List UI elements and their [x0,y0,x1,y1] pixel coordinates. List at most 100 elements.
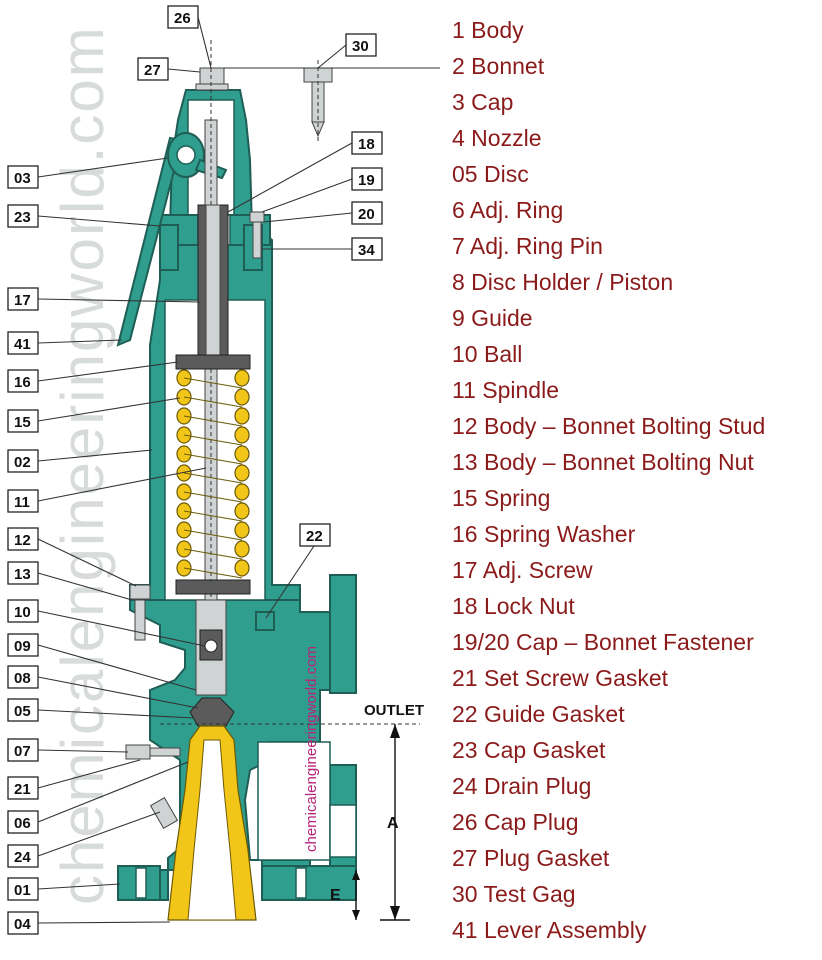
lower-spring-washer [175,579,251,595]
callout-07: 07 [7,738,129,762]
callout-05: 05 [7,698,195,722]
valve-body [117,574,357,901]
spring-coil [234,445,250,463]
spring-coil [234,521,250,539]
upper-spring-washer [175,354,251,370]
svg-text:E: E [330,887,341,904]
spring-coil [234,559,250,577]
dimension-e: E [330,870,360,920]
disc [189,697,235,727]
svg-text:24: 24 [14,849,31,866]
legend-item: 24 Drain Plug [452,773,592,799]
svg-text:02: 02 [14,454,31,471]
callout-13: 13 [7,561,133,601]
callout-15: 15 [7,397,181,433]
legend-item: 22 Guide Gasket [452,701,625,727]
callout-08: 08 [7,665,199,709]
svg-text:01: 01 [14,882,31,899]
callout-19: 19 [261,167,383,213]
spring-coil [234,426,250,444]
callout-11: 11 [7,467,207,513]
spring-wire [183,415,243,427]
callout-23: 23 [7,204,161,228]
svg-text:19: 19 [358,172,375,189]
legend-item: 19/20 Cap – Bonnet Fastener [452,629,754,655]
legend-item: 4 Nozzle [452,125,542,151]
spring-wire [183,396,243,408]
callout-18: 18 [227,131,383,213]
callout-01: 01 [7,877,121,901]
svg-text:26: 26 [174,10,191,27]
callout-22: 22 [265,523,331,619]
spring-wire [183,529,243,541]
callout-41: 41 [7,331,123,355]
svg-text:04: 04 [14,916,31,933]
callout-03: 03 [7,157,169,189]
legend-item: 8 Disc Holder / Piston [452,269,674,295]
svg-text:08: 08 [14,670,31,687]
legend-item: 23 Cap Gasket [452,737,606,763]
svg-text:41: 41 [14,336,31,353]
bonnet-studs [129,211,265,641]
spring-wire [183,491,243,503]
dimension-a: A [380,724,410,921]
svg-text:21: 21 [14,781,31,798]
spring-coil [234,369,250,387]
legend-item: 10 Ball [452,341,523,367]
drain-plug [149,797,179,829]
svg-text:20: 20 [358,206,375,223]
svg-text:13: 13 [14,566,31,583]
spring-coil [234,483,250,501]
callout-12: 12 [7,527,137,587]
svg-text:05: 05 [14,703,31,720]
callout-17: 17 [7,287,201,311]
callout-21: 21 [7,759,141,800]
svg-text:07: 07 [14,743,31,760]
spring-wire [183,510,243,522]
legend-item: 12 Body – Bonnet Bolting Stud [452,413,766,439]
callout-04: 04 [7,911,171,935]
legend-item: 16 Spring Washer [452,521,636,547]
legend-item: 26 Cap Plug [452,809,579,835]
spring-wire [183,377,243,389]
svg-text:30: 30 [352,38,369,55]
callout-26: 26 [167,5,212,69]
legend-item: 7 Adj. Ring Pin [452,233,603,259]
spring-coil [234,540,250,558]
callout-09: 09 [7,633,197,691]
legend-item: 3 Cap [452,89,514,115]
callout-10: 10 [7,599,206,647]
legend-item: 2 Bonnet [452,53,545,79]
legend-item: 13 Body – Bonnet Bolting Nut [452,449,754,475]
svg-text:09: 09 [14,638,31,655]
legend-item: 30 Test Gag [452,881,576,907]
svg-text:18: 18 [358,136,375,153]
svg-text:16: 16 [14,374,31,391]
callout-30: 30 [224,33,440,69]
legend-item: 17 Adj. Screw [452,557,593,583]
legend-item: 21 Set Screw Gasket [452,665,669,691]
spring-wire [183,472,243,484]
legend-item: 9 Guide [452,305,533,331]
callout-27: 27 [137,57,201,81]
callout-24: 24 [7,811,161,868]
svg-text:23: 23 [14,209,31,226]
legend-item: 41 Lever Assembly [452,917,647,943]
spring-coil [234,502,250,520]
legend-item: 1 Body [452,17,524,43]
spring-coil [234,464,250,482]
legend-item: 05 Disc [452,161,529,187]
test-gag [303,60,333,142]
svg-text:A: A [387,815,399,832]
svg-text:27: 27 [144,62,161,79]
legend-item: 11 Spindle [452,377,559,403]
spring-wire [183,434,243,446]
watermark-small: chemicalengineeringworld.com [303,646,320,852]
guide [195,599,275,696]
spring-coil [234,407,250,425]
spring [176,369,250,579]
svg-text:17: 17 [14,292,31,309]
svg-text:15: 15 [14,414,31,431]
spring-coil [234,388,250,406]
